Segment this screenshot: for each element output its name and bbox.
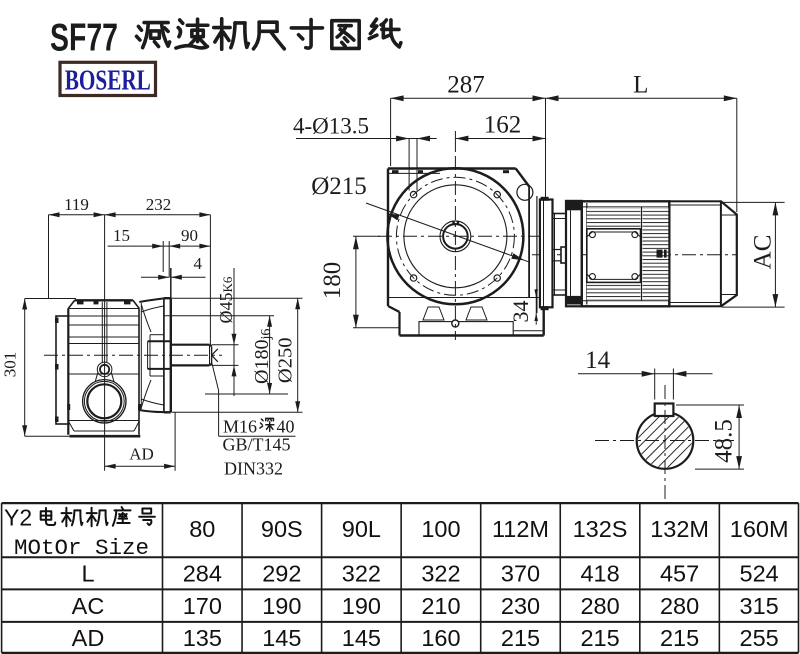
svg-text:418: 418 (580, 561, 619, 587)
svg-text:34: 34 (508, 301, 533, 323)
svg-text:284: 284 (183, 561, 222, 587)
svg-text:190: 190 (262, 593, 301, 619)
svg-text:DIN332: DIN332 (224, 458, 283, 478)
svg-text:255: 255 (740, 625, 779, 651)
svg-text:L: L (81, 561, 94, 587)
svg-text:Ø215: Ø215 (311, 173, 367, 200)
svg-text:90: 90 (181, 226, 198, 245)
svg-text:287: 287 (447, 72, 485, 99)
svg-text:L: L (633, 72, 648, 99)
svg-text:210: 210 (421, 593, 460, 619)
svg-text:48.5: 48.5 (711, 419, 738, 463)
svg-text:4-Ø13.5: 4-Ø13.5 (293, 114, 369, 139)
svg-text:160: 160 (421, 625, 460, 651)
svg-text:Ø250: Ø250 (275, 338, 297, 384)
svg-text:GB/T145: GB/T145 (223, 435, 291, 455)
svg-text:M16: M16 (223, 417, 257, 437)
svg-text:BOSERL: BOSERL (65, 65, 151, 97)
svg-text:AD: AD (129, 445, 154, 464)
svg-text:524: 524 (740, 561, 779, 587)
svg-text:90L: 90L (342, 516, 381, 542)
svg-text:280: 280 (660, 593, 699, 619)
svg-text:215: 215 (660, 625, 699, 651)
svg-text:Y2: Y2 (4, 504, 32, 530)
svg-text:145: 145 (262, 625, 301, 651)
svg-text:230: 230 (501, 593, 540, 619)
svg-text:162: 162 (484, 112, 522, 139)
svg-text:280: 280 (580, 593, 619, 619)
svg-text:160M: 160M (730, 516, 789, 542)
svg-text:190: 190 (342, 593, 381, 619)
svg-text:322: 322 (342, 561, 381, 587)
svg-text:135: 135 (183, 625, 222, 651)
svg-text:112M: 112M (492, 516, 549, 542)
svg-text:AD: AD (72, 625, 105, 651)
svg-text:322: 322 (421, 561, 460, 587)
svg-text:14: 14 (585, 347, 611, 374)
svg-text:40: 40 (277, 417, 295, 437)
svg-text:AC: AC (72, 593, 105, 619)
svg-text:Ø180j6: Ø180j6 (251, 329, 274, 384)
svg-text:145: 145 (342, 625, 381, 651)
svg-text:MOtOr Size: MOtOr Size (14, 535, 149, 561)
svg-text:170: 170 (183, 593, 222, 619)
svg-text:100: 100 (421, 516, 460, 542)
svg-text:119: 119 (64, 195, 89, 214)
svg-text:15: 15 (113, 226, 130, 245)
svg-text:315: 315 (740, 593, 779, 619)
svg-text:132M: 132M (650, 516, 709, 542)
svg-text:232: 232 (146, 195, 172, 214)
svg-text:SF77: SF77 (50, 17, 118, 60)
svg-text:80: 80 (189, 516, 215, 542)
svg-text:215: 215 (580, 625, 619, 651)
svg-text:292: 292 (262, 561, 301, 587)
svg-text:Ø45K6: Ø45K6 (216, 276, 236, 323)
svg-text:AC: AC (750, 235, 777, 270)
svg-text:4: 4 (194, 254, 203, 273)
svg-text:215: 215 (501, 625, 540, 651)
svg-text:301: 301 (1, 352, 20, 378)
svg-text:370: 370 (501, 561, 540, 587)
svg-text:457: 457 (660, 561, 699, 587)
svg-text:90S: 90S (261, 516, 303, 542)
svg-text:180: 180 (319, 262, 346, 300)
svg-text:132S: 132S (573, 516, 628, 542)
